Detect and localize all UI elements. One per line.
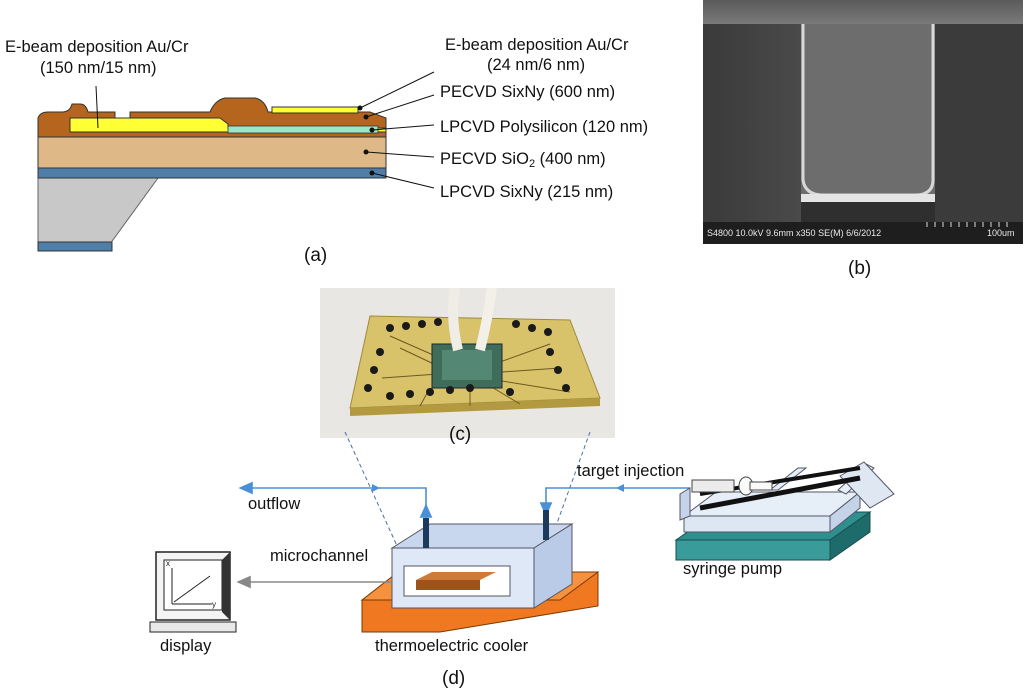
caption-c: (c) (449, 424, 472, 445)
display-axis-y: y (212, 600, 216, 609)
layer-label-pecvd-sixny: PECVD SixNy (600 nm) (440, 83, 616, 101)
layer-label-lpcvd-sixny: LPCVD SixNy (215 nm) (440, 183, 614, 201)
left-deposition-label: E-beam deposition Au/Cr (5, 38, 189, 56)
sem-scale-bar: 100um (987, 228, 1015, 238)
chip-photo (320, 288, 615, 438)
left-deposition-thickness: (150 nm/15 nm) (40, 59, 157, 77)
caption-a: (a) (304, 245, 328, 266)
layer-label-pecvd-sio2: PECVD SiO2 (400 nm) (440, 150, 606, 170)
label-syringe-pump: syringe pump (683, 560, 783, 578)
label-thermoelectric-cooler: thermoelectric cooler (375, 637, 529, 655)
sem-info-bar: S4800 10.0kV 9.6mm x350 SE(M) 6/6/2012 (707, 228, 882, 238)
caption-b: (b) (848, 258, 872, 279)
layer-label-au-cr-thin: E-beam deposition Au/Cr (445, 36, 629, 54)
layer-label-au-cr-thin-thickness: (24 nm/6 nm) (487, 56, 586, 74)
caption-d: (d) (442, 668, 466, 689)
sem-micrograph: S4800 10.0kV 9.6mm x350 SE(M) 6/6/2012 1… (703, 0, 1023, 244)
label-display: display (160, 637, 212, 655)
display-axis-x: x (166, 559, 170, 568)
label-outflow: outflow (248, 495, 301, 513)
layer-label-polysilicon: LPCVD Polysilicon (120 nm) (440, 118, 649, 136)
label-microchannel: microchannel (270, 547, 369, 565)
label-target-injection: target injection (577, 462, 685, 480)
